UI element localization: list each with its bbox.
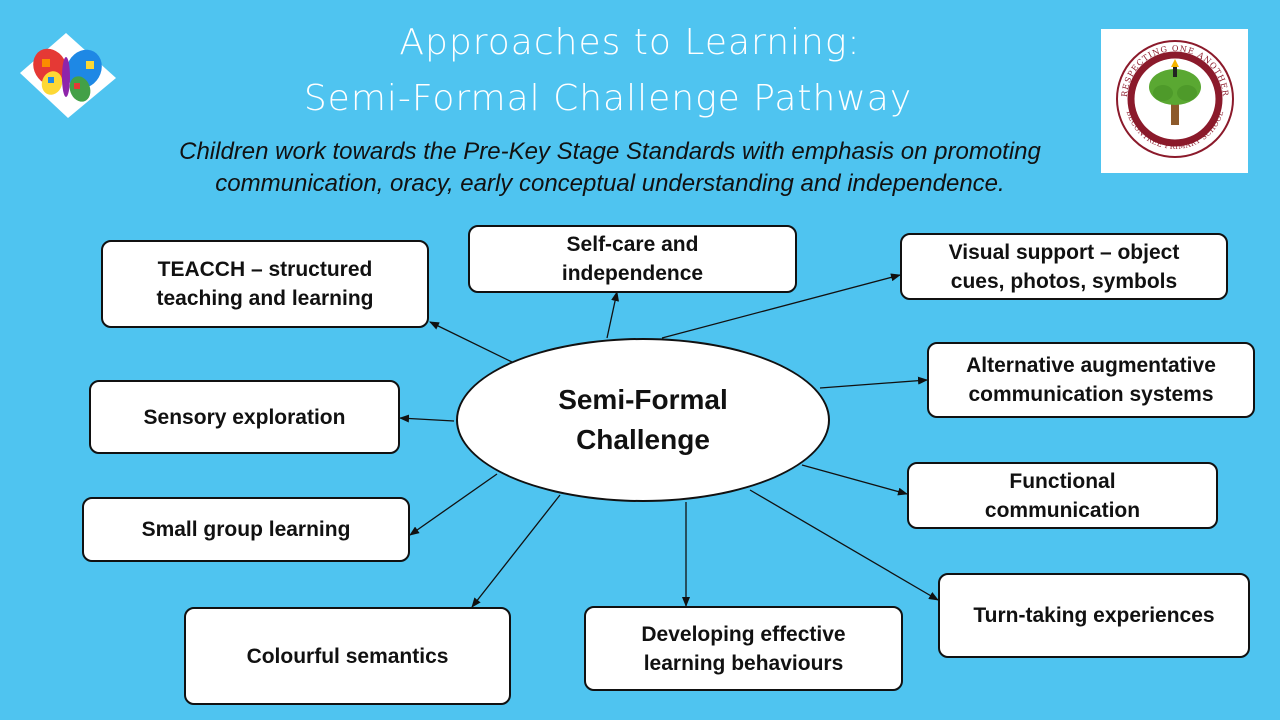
node-learning-behaviours: Developing effective learning behaviours bbox=[584, 606, 903, 691]
node-teacch: TEACCH – structured teaching and learnin… bbox=[101, 240, 429, 328]
hub-semi-formal-challenge: Semi-Formal Challenge bbox=[456, 338, 830, 502]
node-aac-line2: communication systems bbox=[968, 383, 1214, 406]
node-turn-taking: Turn-taking experiences bbox=[938, 573, 1250, 658]
node-visual-line2: cues, photos, symbols bbox=[950, 269, 1178, 293]
arrow-to-colourful bbox=[471, 494, 561, 608]
node-aac: Alternative augmentative communication s… bbox=[927, 342, 1255, 418]
node-turntaking-line1: Turn-taking experiences bbox=[973, 604, 1215, 627]
node-functional-line2: communication bbox=[984, 498, 1141, 522]
node-small-group-learning: Small group learning bbox=[82, 497, 410, 562]
arrow-to-aac bbox=[819, 376, 928, 389]
node-colourful-line1: Colourful semantics bbox=[246, 644, 449, 668]
arrow-to-functional bbox=[801, 464, 908, 496]
node-sensory-line1: Sensory exploration bbox=[143, 405, 346, 429]
arrow-to-teacch bbox=[429, 321, 513, 363]
node-colourful-semantics: Colourful semantics bbox=[184, 607, 511, 705]
node-visual-line1: Visual support – object bbox=[948, 240, 1180, 264]
page-title-line2: Semi-Formal Challenge Pathway bbox=[303, 78, 913, 119]
node-teacch-line1: TEACCH – structured bbox=[157, 258, 373, 281]
page-title-line1: Approaches to Learning: bbox=[399, 22, 861, 63]
arrow-to-turntaking bbox=[749, 489, 939, 601]
arrow-to-visual bbox=[661, 273, 901, 339]
subtitle-line2: communication, oracy, early conceptual u… bbox=[215, 170, 1005, 197]
arrow-to-smallgroup bbox=[409, 473, 498, 536]
node-behaviours-line1: Developing effective bbox=[641, 622, 846, 646]
node-selfcare-line1: Self-care and bbox=[566, 233, 699, 256]
arrow-to-sensory bbox=[399, 414, 455, 423]
node-behaviours-line2: learning behaviours bbox=[643, 651, 844, 675]
node-sensory-exploration: Sensory exploration bbox=[89, 380, 400, 454]
hub-line2: Challenge bbox=[576, 424, 710, 455]
node-functional-communication: Functional communication bbox=[907, 462, 1218, 529]
school-crest-logo: RESPECTING ONE ANOTHER BECONTREE PRIMARY… bbox=[1101, 29, 1248, 173]
hub-line1: Semi-Formal bbox=[558, 384, 728, 415]
subtitle-line1: Children work towards the Pre-Key Stage … bbox=[179, 138, 1041, 165]
node-visual-support: Visual support – object cues, photos, sy… bbox=[900, 233, 1228, 300]
arrow-to-selfcare bbox=[606, 291, 619, 339]
node-functional-line1: Functional bbox=[1009, 469, 1116, 493]
node-aac-line1: Alternative augmentative bbox=[966, 354, 1216, 377]
node-selfcare-line2: independence bbox=[561, 262, 704, 285]
subtitle: Children work towards the Pre-Key Stage … bbox=[100, 136, 1120, 200]
puzzle-butterfly-logo bbox=[18, 33, 118, 118]
node-self-care: Self-care and independence bbox=[468, 225, 797, 293]
node-teacch-line2: teaching and learning bbox=[156, 287, 374, 310]
node-smallgroup-line1: Small group learning bbox=[141, 518, 351, 541]
